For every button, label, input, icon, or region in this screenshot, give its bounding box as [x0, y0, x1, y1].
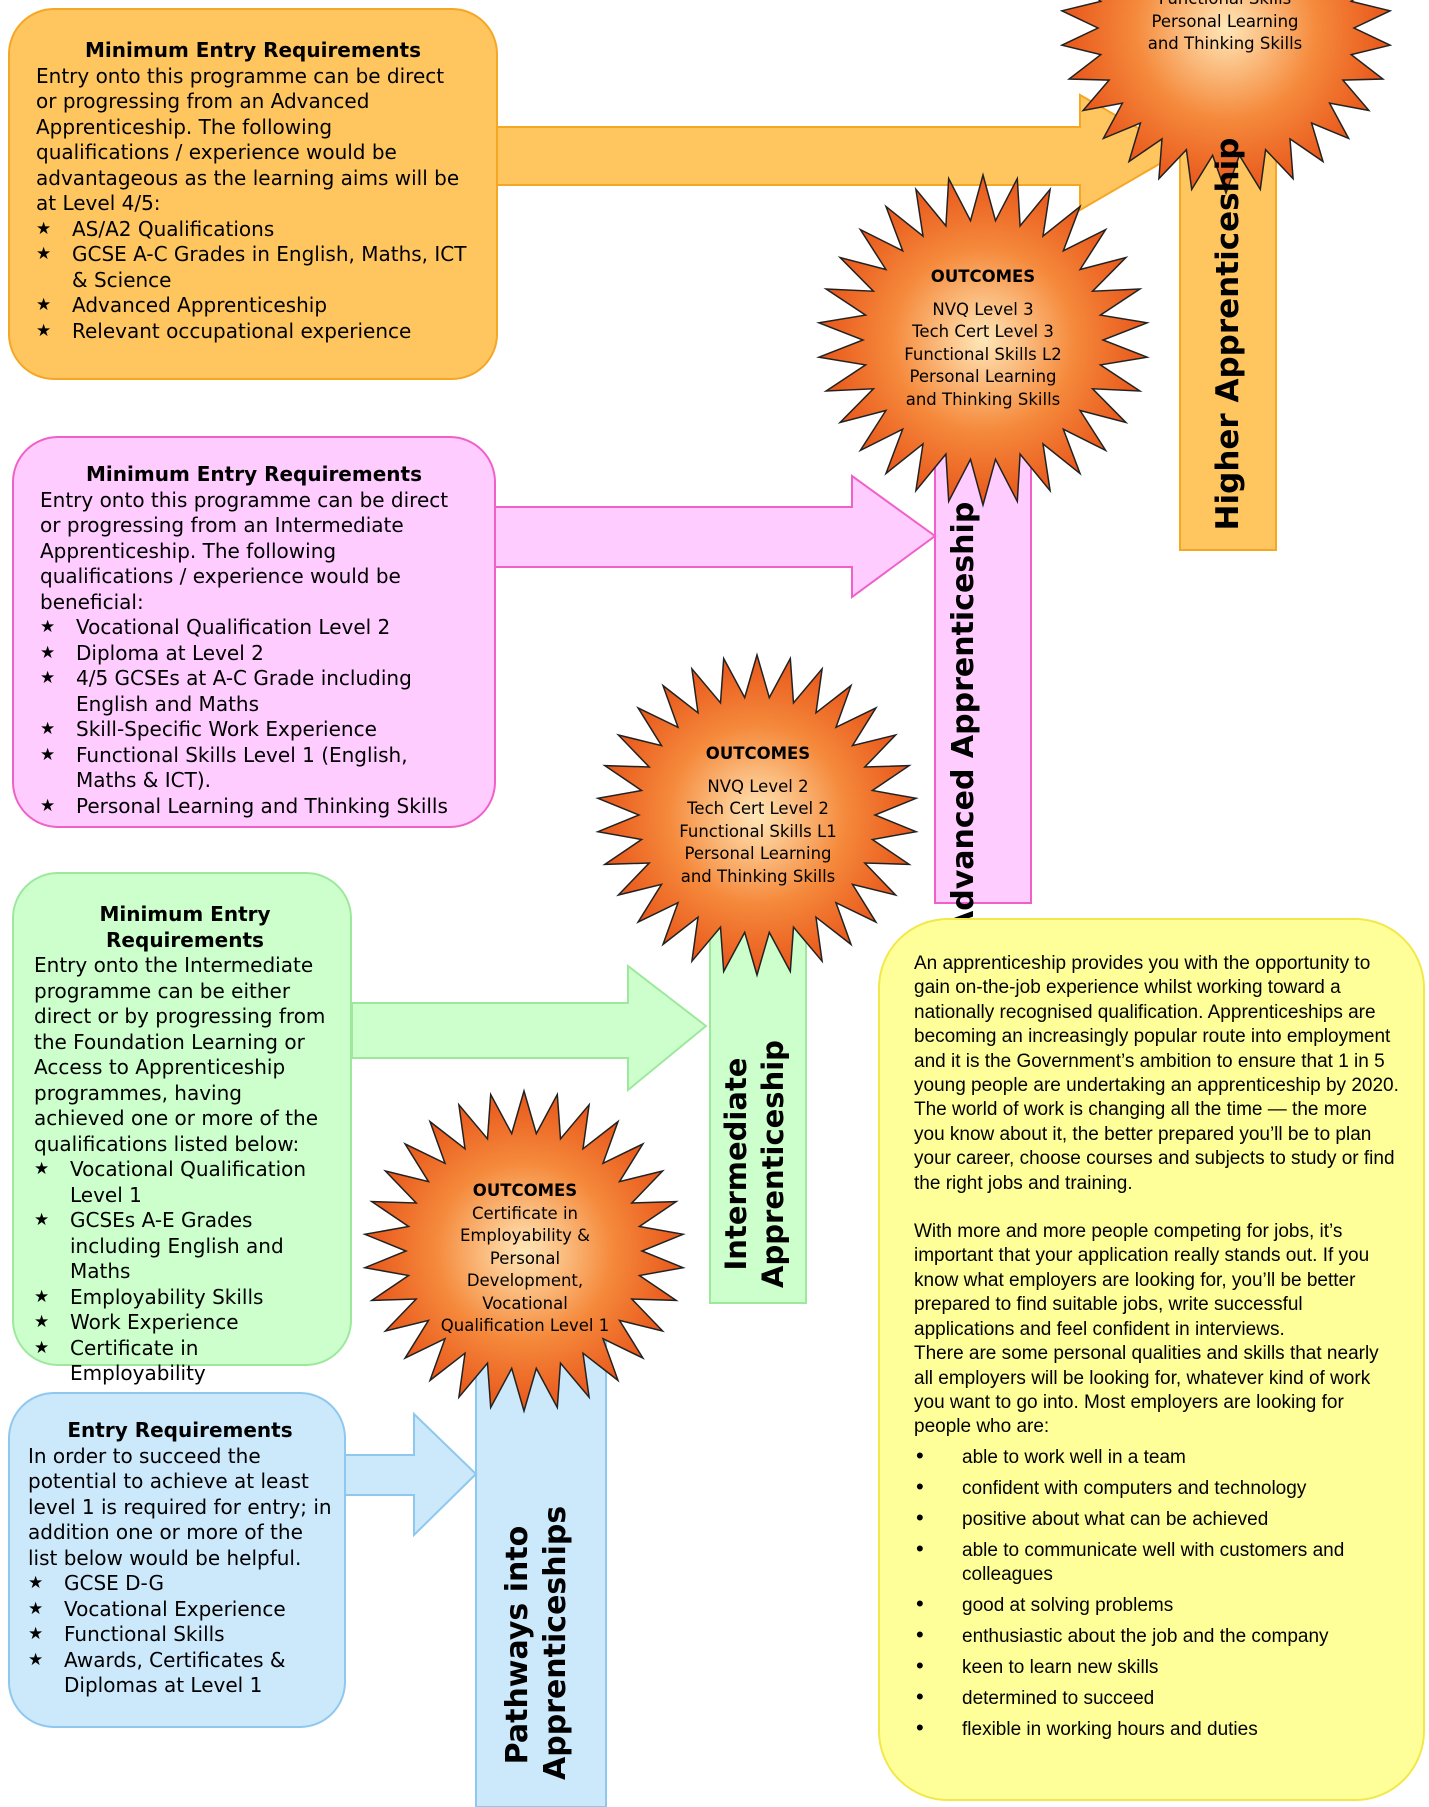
outcome-line: NVQ Level 2 — [707, 776, 809, 796]
list-item: Functional Skills — [28, 1622, 332, 1648]
advanced-entry-box: Minimum Entry Requirements Entry onto th… — [12, 436, 496, 828]
intermediate-entry-list: Vocational Qualification Level 1 GCSEs A… — [34, 1157, 336, 1387]
outcome-line: Personal Learning — [1151, 11, 1299, 31]
employer-qualities-list: able to work well in a team confident wi… — [914, 1444, 1399, 1742]
outcomes-title: OUTCOMES — [705, 744, 811, 763]
label-line: Intermediate — [719, 1057, 753, 1271]
list-item: Skill-Specific Work Experience — [40, 717, 468, 743]
pathways-entry-list: GCSE D-G Vocational Experience Functiona… — [28, 1571, 332, 1699]
list-item: Functional Skills Level 1 (English, Math… — [40, 743, 468, 794]
outcomes-title: OUTCOMES — [472, 1181, 578, 1200]
intermediate-apprenticeship-label: Intermediate Apprenticeship — [718, 1014, 798, 1314]
outcome-line: Qualification Level 1 — [440, 1316, 610, 1335]
advanced-entry-list: Vocational Qualification Level 2 Diploma… — [40, 615, 468, 819]
list-item: flexible in working hours and duties — [914, 1716, 1399, 1742]
list-item: GCSE D-G — [28, 1571, 332, 1597]
intermediate-entry-title: Minimum Entry Requirements — [99, 902, 271, 952]
list-item: Personal Learning and Thinking Skills — [40, 794, 468, 820]
higher-apprenticeship-label: Higher Apprenticeship — [1210, 137, 1246, 531]
info-paragraph: There are some personal qualities and sk… — [914, 1343, 1379, 1438]
list-item: Awards, Certificates & Diplomas at Level… — [28, 1648, 332, 1699]
higher-outcomes-burst — [1059, 0, 1393, 196]
advanced-column — [934, 429, 1032, 904]
outcome-line: Certificate in — [472, 1203, 578, 1223]
list-item: Diploma at Level 2 — [40, 641, 468, 667]
pathways-entry-title: Entry Requirements — [67, 1418, 293, 1442]
higher-entry-title: Minimum Entry Requirements — [85, 38, 421, 62]
intermediate-outcomes-burst — [595, 652, 919, 978]
outcomes-title: OUTCOMES — [930, 267, 1036, 286]
list-item: good at solving problems — [914, 1592, 1399, 1618]
list-item: Vocational Experience — [28, 1597, 332, 1623]
intermediate-entry-box: Minimum Entry Requirements Entry onto th… — [12, 872, 352, 1385]
advanced-outcomes-burst — [816, 172, 1150, 508]
list-item: keen to learn new skills — [914, 1654, 1399, 1680]
label-line: Apprenticeships — [538, 1505, 573, 1780]
list-item: able to work well in a team — [914, 1444, 1399, 1470]
outcome-line: and Thinking Skills — [680, 866, 836, 886]
list-item: Employability Skills — [34, 1285, 336, 1311]
outcome-line: Personal Learning — [684, 844, 832, 863]
pathways-label: Pathways into Apprenticeships — [499, 1505, 583, 1780]
list-item: Work Experience — [34, 1310, 336, 1336]
intermediate-arrow — [351, 963, 708, 1093]
outcome-line: and Thinking Skills — [1147, 34, 1303, 53]
label-line: Apprenticeship — [756, 1040, 790, 1288]
outcome-line: Personal Learning — [909, 367, 1057, 386]
list-item: enthusiastic about the job and the compa… — [914, 1623, 1399, 1649]
outcome-line: Development, — [466, 1271, 584, 1290]
list-item: Relevant occupational experience — [36, 319, 470, 345]
pathways-arrow — [344, 1411, 478, 1538]
outcome-line: Functional Skills L1 — [679, 821, 837, 841]
apprenticeship-info-panel: An apprenticeship provides you with the … — [878, 918, 1425, 1801]
list-item: Vocational Qualification Level 2 — [40, 615, 468, 641]
list-item: GCSE A-C Grades in English, Maths, ICT &… — [36, 242, 470, 293]
info-paragraph: An apprenticeship provides you with the … — [914, 953, 1399, 1194]
pathways-outcomes-burst — [362, 1088, 686, 1414]
outcome-line: Tech Cert Level 2 — [687, 799, 829, 818]
advanced-entry-text: Entry onto this programme can be direct … — [40, 487, 449, 614]
pathways-outcomes: OUTCOMES Certificate in Employability & … — [427, 1180, 623, 1338]
info-paragraph: With more and more people competing for … — [914, 1221, 1370, 1340]
list-item: GCSEs A-E Grades including English and M… — [34, 1208, 336, 1285]
higher-entry-box: Minimum Entry Requirements Entry onto th… — [8, 8, 498, 380]
higher-entry-list: AS/A2 Qualifications GCSE A-C Grades in … — [36, 217, 470, 345]
list-item: confident with computers and technology — [914, 1475, 1399, 1501]
pathways-entry-text: In order to succeed the potential to ach… — [28, 1443, 332, 1570]
higher-entry-text: Entry onto this programme can be direct … — [36, 63, 460, 216]
list-item: Vocational Qualification Level 1 — [34, 1157, 336, 1208]
outcome-line: NVQ Level 3 — [932, 299, 1034, 319]
pathways-column — [475, 1329, 607, 1807]
list-item: Advanced Apprenticeship — [36, 293, 470, 319]
outcome-line: Functional Skills — [1110, 0, 1340, 11]
pathways-entry-box: Entry Requirements In order to succeed t… — [8, 1392, 346, 1728]
higher-outcomes: Functional Skills Personal Learning and … — [1110, 0, 1340, 56]
advanced-arrow — [485, 474, 937, 599]
list-item: positive about what can be achieved — [914, 1506, 1399, 1532]
outcome-line: and Thinking Skills — [905, 389, 1061, 409]
list-item: determined to succeed — [914, 1685, 1399, 1711]
outcome-line: Vocational — [482, 1293, 568, 1313]
advanced-outcomes: OUTCOMES NVQ Level 3 Tech Cert Level 3 F… — [868, 266, 1098, 411]
label-line: Pathways into — [500, 1525, 535, 1765]
higher-arrow — [487, 93, 1183, 212]
intermediate-entry-text: Entry onto the Intermediate programme ca… — [34, 953, 326, 1156]
advanced-apprenticeship-label: Advanced Apprenticeship — [946, 501, 981, 934]
list-item: Certificate in Employability — [34, 1336, 336, 1387]
list-item: AS/A2 Qualifications — [36, 217, 470, 243]
outcome-line: Tech Cert Level 3 — [912, 322, 1054, 341]
outcome-line: Personal — [489, 1248, 561, 1268]
advanced-entry-title: Minimum Entry Requirements — [86, 462, 422, 486]
outcome-line: Functional Skills L2 — [904, 344, 1062, 364]
outcome-line: Employability & — [459, 1226, 591, 1245]
list-item: 4/5 GCSEs at A-C Grade including English… — [40, 666, 468, 717]
intermediate-outcomes: OUTCOMES NVQ Level 2 Tech Cert Level 2 F… — [643, 743, 873, 888]
list-item: able to communicate well with customers … — [914, 1537, 1399, 1588]
